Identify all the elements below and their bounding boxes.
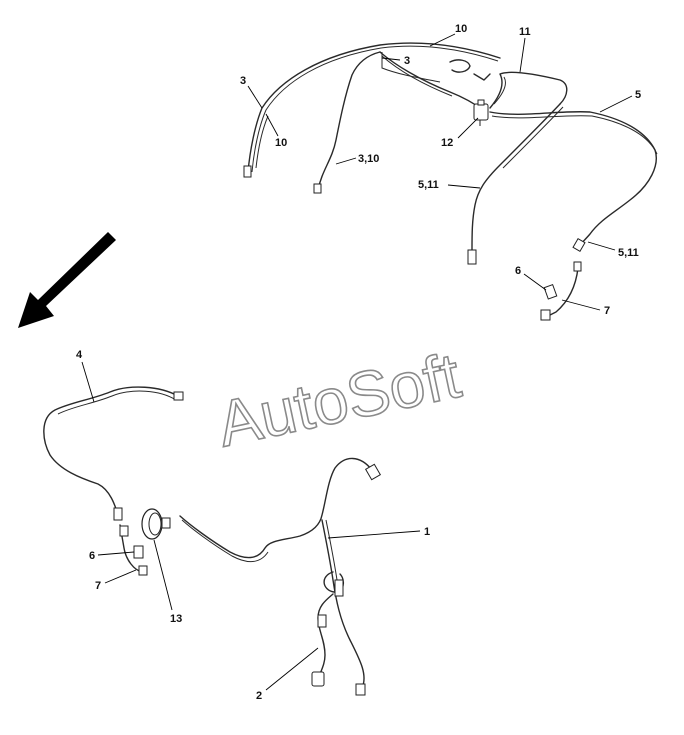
lower-callouts: 4 1 6 7 13 2 [76,349,430,702]
callout-7-lower: 7 [95,580,101,592]
callout-5-11-right: 5,11 [618,247,639,259]
down-left-arrow-icon [18,232,116,328]
watermark-text: AutoSoft [211,339,466,461]
callout-5-11-left: 5,11 [418,179,439,191]
callout-6-upper: 6 [515,265,521,277]
harness-11 [489,71,568,109]
callout-1: 1 [424,526,430,538]
lower-harness-assembly [43,386,382,696]
component-13-speaker [141,508,171,540]
callout-5: 5 [635,89,641,101]
harness-5-11 [471,103,561,251]
callout-12: 12 [441,137,453,149]
callout-11: 11 [519,26,531,38]
sensor-6-7-lower [119,524,148,576]
sensor-6-7-upper [540,261,582,321]
harness-4 [43,386,179,516]
callout-10-left: 10 [275,137,287,149]
harness-1 [179,457,373,559]
callout-10-top: 10 [455,23,467,35]
callout-3-10: 3,10 [358,153,379,165]
callout-4: 4 [76,349,83,361]
harness-2 [317,593,334,681]
component-12-switch [473,99,489,126]
harness-5 [489,110,657,249]
callout-3-right: 3 [404,55,410,67]
callout-13: 13 [170,613,182,625]
callout-6-lower: 6 [89,550,95,562]
callout-2: 2 [256,690,262,702]
harness-3-10-long [247,42,501,173]
harness-3-10-branch [317,51,381,191]
upper-callouts: 10 11 3 3 10 5 12 3,10 5,11 5,11 6 7 [240,23,641,317]
upper-harness-assembly [243,42,658,321]
callout-3-left: 3 [240,75,246,87]
callout-7-upper: 7 [604,305,610,317]
